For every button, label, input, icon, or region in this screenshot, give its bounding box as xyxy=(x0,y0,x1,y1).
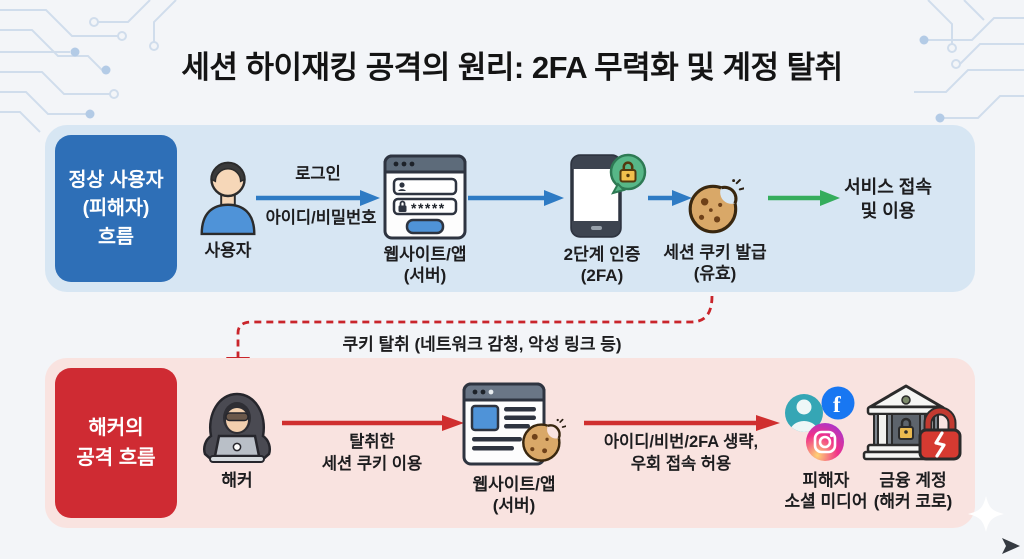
browser-cookie-icon xyxy=(462,380,566,470)
login-arrow xyxy=(256,190,380,206)
victim-social-label2: 소셜 미디어 xyxy=(784,492,868,512)
normal-flow-band xyxy=(45,125,975,292)
session-cookie-node: 세션 쿠키 발급 (유효) xyxy=(630,168,800,285)
twofa-sub-label: (2FA) xyxy=(580,266,624,286)
stolen-cookie-label-line2: 세션 쿠키 이용 xyxy=(321,455,423,473)
stolen-cookie-label-line1: 탈취한 xyxy=(349,433,395,451)
browser-login-icon: ***** xyxy=(383,150,467,240)
normal-flow-tag-line1: 정상 사용자 xyxy=(68,169,164,192)
bank-lock-icon xyxy=(862,378,964,466)
page-title: 세션 하이재킹 공격의 원리: 2FA 무력화 및 계정 탈취 xyxy=(181,50,843,85)
service-access-line1: 서비스 접속 xyxy=(844,177,932,197)
attack-flow-tag-line2: 공격 흐름 xyxy=(76,447,156,469)
bypass-label-line1: 아이디/비번/2FA 생략, xyxy=(603,433,759,451)
user-node: 사용자 xyxy=(143,150,313,261)
user-label: 사용자 xyxy=(204,241,252,260)
website-attack-label: 웹사이트/앱 xyxy=(472,475,556,494)
website-attack-sub-label: (서버) xyxy=(492,496,536,516)
corner-arrow-icon xyxy=(1002,538,1020,554)
attack-flow-tag: 해커의 공격 흐름 xyxy=(55,368,177,518)
to-cookie-arrow xyxy=(648,190,692,206)
website-server-node: ***** 웹사이트/앱 (서버) xyxy=(340,150,510,287)
financial-account-node: 금융 계정 (해커 코로) xyxy=(828,378,998,513)
twofa-label: 2단계 인증 xyxy=(563,245,641,264)
bypass-arrow xyxy=(584,415,780,431)
stolen-cookie-arrow xyxy=(282,415,464,431)
financial-account-label1: 금융 계정 xyxy=(879,471,947,490)
victim-social-label1: 피해자 xyxy=(802,471,850,490)
cookie-sub-label: (유효) xyxy=(693,264,737,284)
twofa-node: 2단계 인증 (2FA) xyxy=(517,148,687,287)
normal-flow-tag: 정상 사용자 (피해자) 흐름 xyxy=(55,135,177,282)
cookie-label: 세션 쿠키 발급 xyxy=(663,243,767,262)
normal-flow-tag-line3: 흐름 xyxy=(98,225,134,248)
login-arrow-label-top: 로그인 xyxy=(295,165,341,183)
to-2fa-arrow xyxy=(468,190,564,206)
financial-account-label2: (해커 코로) xyxy=(873,492,953,512)
victim-social-node: f 피해자 소셜 미디어 xyxy=(741,380,911,513)
login-arrow-label-bottom: 아이디/비밀번호 xyxy=(265,209,377,227)
phone-2fa-icon xyxy=(556,148,648,240)
svg-text:f: f xyxy=(833,392,841,417)
hacker-icon xyxy=(195,378,279,466)
social-media-icons: f xyxy=(782,380,870,466)
service-arrow xyxy=(768,190,840,206)
website-label: 웹사이트/앱 xyxy=(383,245,467,264)
website-server-node-attack: 웹사이트/앱 (서버) xyxy=(429,380,599,517)
website-sub-label: (서버) xyxy=(403,266,447,286)
hacker-label: 해커 xyxy=(221,471,253,490)
cookie-icon xyxy=(686,168,744,238)
service-access-line2: 및 이용 xyxy=(860,201,916,222)
service-access-text: 서비스 접속 및 이용 xyxy=(844,175,932,224)
user-icon xyxy=(192,150,264,236)
hacker-node: 해커 xyxy=(152,378,322,491)
bypass-label-line2: 우회 접속 허용 xyxy=(630,455,732,473)
cookie-theft-label: 쿠키 탈취 (네트워크 감청, 악성 링크 등) xyxy=(342,335,622,354)
normal-flow-tag-line2: (피해자) xyxy=(82,197,150,220)
svg-text:*****: ***** xyxy=(411,200,446,216)
attack-flow-tag-line1: 해커의 xyxy=(88,417,144,439)
